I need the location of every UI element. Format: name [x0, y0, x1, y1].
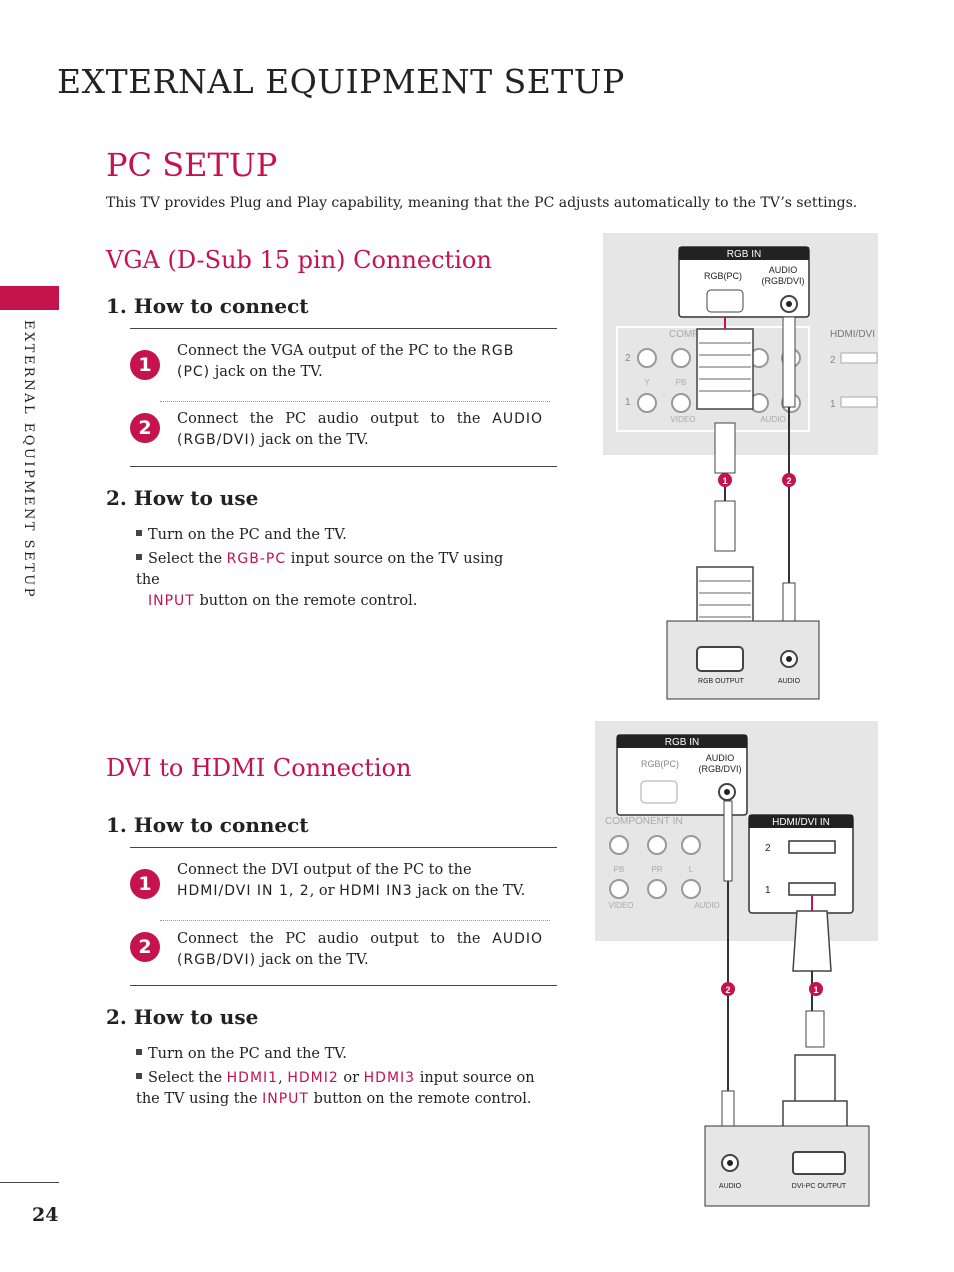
marker-1-label: 1: [813, 985, 818, 995]
rgb-output-port: [696, 646, 744, 672]
audio-output-label: AUDIO: [719, 1183, 742, 1190]
dvi-step-2: Connect the PC audio output to the AUDIO…: [177, 931, 544, 968]
vga-connection-diagram: RGB IN RGB(PC) AUDIO (RGB/DVI) COMPONENT…: [603, 233, 878, 700]
step-number-2: 2: [130, 932, 160, 962]
dvi-connect-heading: 1. How to connect: [106, 813, 309, 837]
audio-sub-label: (RGB/DVI): [698, 764, 741, 774]
intro-text: This TV provides Plug and Play capabilit…: [106, 195, 858, 211]
vga-use-heading: 2. How to use: [106, 486, 259, 510]
dvi-output-label: DVI-PC OUTPUT: [792, 1183, 847, 1190]
footer-rule: [0, 1182, 59, 1183]
step-number-2: 2: [130, 413, 160, 443]
marker-2-label: 2: [786, 476, 791, 486]
audio-plug-top: [782, 316, 796, 408]
vga-use-2: Select the RGB-PC input source on the TV…: [136, 551, 504, 609]
page-number: 24: [32, 1204, 59, 1226]
hdmi-1-label: 1: [830, 399, 836, 410]
l-label: L: [689, 865, 694, 874]
vga-cable-collar-top: [714, 422, 736, 474]
step-number-1: 1: [130, 869, 160, 899]
video-label: VIDEO: [609, 901, 634, 910]
audio-row-label: AUDIO: [694, 901, 719, 910]
rgb-pc-label: RGB(PC): [704, 271, 742, 281]
audio-output-label: AUDIO: [778, 678, 801, 685]
vga-plug-ribs: [699, 342, 751, 392]
component-in-label: COMPONENT IN: [605, 816, 683, 827]
dotted-divider: [160, 920, 550, 921]
dvi-plug: [794, 1054, 836, 1106]
y-label: Y: [644, 378, 650, 387]
hdmi-dvi-in-label-bg: [749, 815, 853, 828]
marker-1-label: 1: [722, 476, 727, 486]
vga-plug-top: [696, 328, 754, 410]
hdmi-dvi-in-box: [748, 814, 854, 914]
vga-connect-heading: 1. How to connect: [106, 294, 309, 318]
rgb-in-label: RGB IN: [665, 737, 699, 748]
sidebar-tab: [0, 286, 59, 310]
component-jacks: [609, 835, 701, 899]
sidebar-label: EXTERNAL EQUIPMENT SETUP: [21, 320, 36, 599]
dvi-title: DVI to HDMI Connection: [106, 754, 412, 782]
video-label: VIDEO: [671, 415, 696, 424]
audio-output-center: [786, 656, 792, 662]
marker-1-top: [718, 473, 732, 487]
rgb-in-label-bg: [679, 247, 809, 260]
hdmi-port-2: [788, 840, 836, 854]
dotted-divider: [160, 401, 550, 402]
audio-jack-center: [724, 789, 730, 795]
dvi-step-1: Connect the DVI output of the PC to the …: [177, 862, 526, 899]
marker-1: [809, 982, 823, 996]
page-header: EXTERNAL EQUIPMENT SETUP: [57, 62, 625, 101]
hdmi-2-label: 2: [830, 355, 836, 366]
marker-2: [721, 982, 735, 996]
vga-cable-collar-bottom: [714, 500, 736, 552]
rgb-in-label: RGB IN: [727, 249, 761, 260]
hdmi-dvi-in-label: HDMI/DVI IN: [772, 817, 830, 828]
audio-output-center: [727, 1160, 733, 1166]
pb-label: PB: [614, 865, 625, 874]
hdmi-1-label: 1: [765, 885, 771, 896]
row-2-label: 2: [625, 353, 631, 364]
hdmi-plug: [792, 910, 832, 972]
audio-label: AUDIO: [706, 753, 735, 763]
pr-label: PR: [651, 865, 662, 874]
component-panel: [616, 326, 810, 432]
divider: [130, 466, 557, 467]
divider: [130, 847, 557, 848]
dvi-use-1: Turn on the PC and the TV.: [136, 1044, 347, 1065]
row-1-label: 1: [625, 397, 631, 408]
dvi-cable-collar: [805, 1010, 825, 1048]
audio-label: AUDIO: [769, 265, 798, 275]
section-title: PC SETUP: [106, 146, 278, 184]
divider: [130, 985, 557, 986]
pb-label: PB: [676, 378, 687, 387]
dvi-use-heading: 2. How to use: [106, 1005, 259, 1029]
divider: [130, 328, 557, 329]
audio-jack-center: [786, 301, 792, 307]
hdmi-port-1: [840, 396, 878, 408]
marker-2-label: 2: [725, 985, 730, 995]
vga-port-icon: [706, 289, 744, 313]
hdmi-port-2: [840, 352, 878, 364]
dvi-connection-diagram: RGB IN RGB(PC) AUDIO (RGB/DVI) COMPONENT…: [595, 721, 878, 1207]
hdmi-dvi-label: HDMI/DVI: [830, 329, 875, 340]
audio-sub-label: (RGB/DVI): [761, 276, 804, 286]
vga-port-icon: [640, 780, 678, 804]
hdmi-2-label: 2: [765, 843, 771, 854]
rgb-in-label-bg: [617, 735, 747, 748]
vga-use-1: Turn on the PC and the TV.: [136, 525, 347, 546]
marker-2-top: [782, 473, 796, 487]
vga-title: VGA (D-Sub 15 pin) Connection: [106, 246, 492, 274]
vga-step-2: Connect the PC audio output to the AUDIO…: [177, 411, 544, 448]
audio-plug-top: [723, 800, 733, 882]
dvi-output-port: [792, 1151, 846, 1175]
audio-row-label: AUDIO: [760, 415, 785, 424]
vga-step-1: Connect the VGA output of the PC to the …: [177, 343, 515, 380]
hdmi-port-1: [788, 882, 836, 896]
rgb-pc-label: RGB(PC): [641, 759, 679, 769]
rgb-output-label: RGB OUTPUT: [698, 678, 745, 685]
dvi-use-2: Select the HDMI1, HDMI2 or HDMI3 input s…: [136, 1070, 535, 1107]
step-number-1: 1: [130, 350, 160, 380]
